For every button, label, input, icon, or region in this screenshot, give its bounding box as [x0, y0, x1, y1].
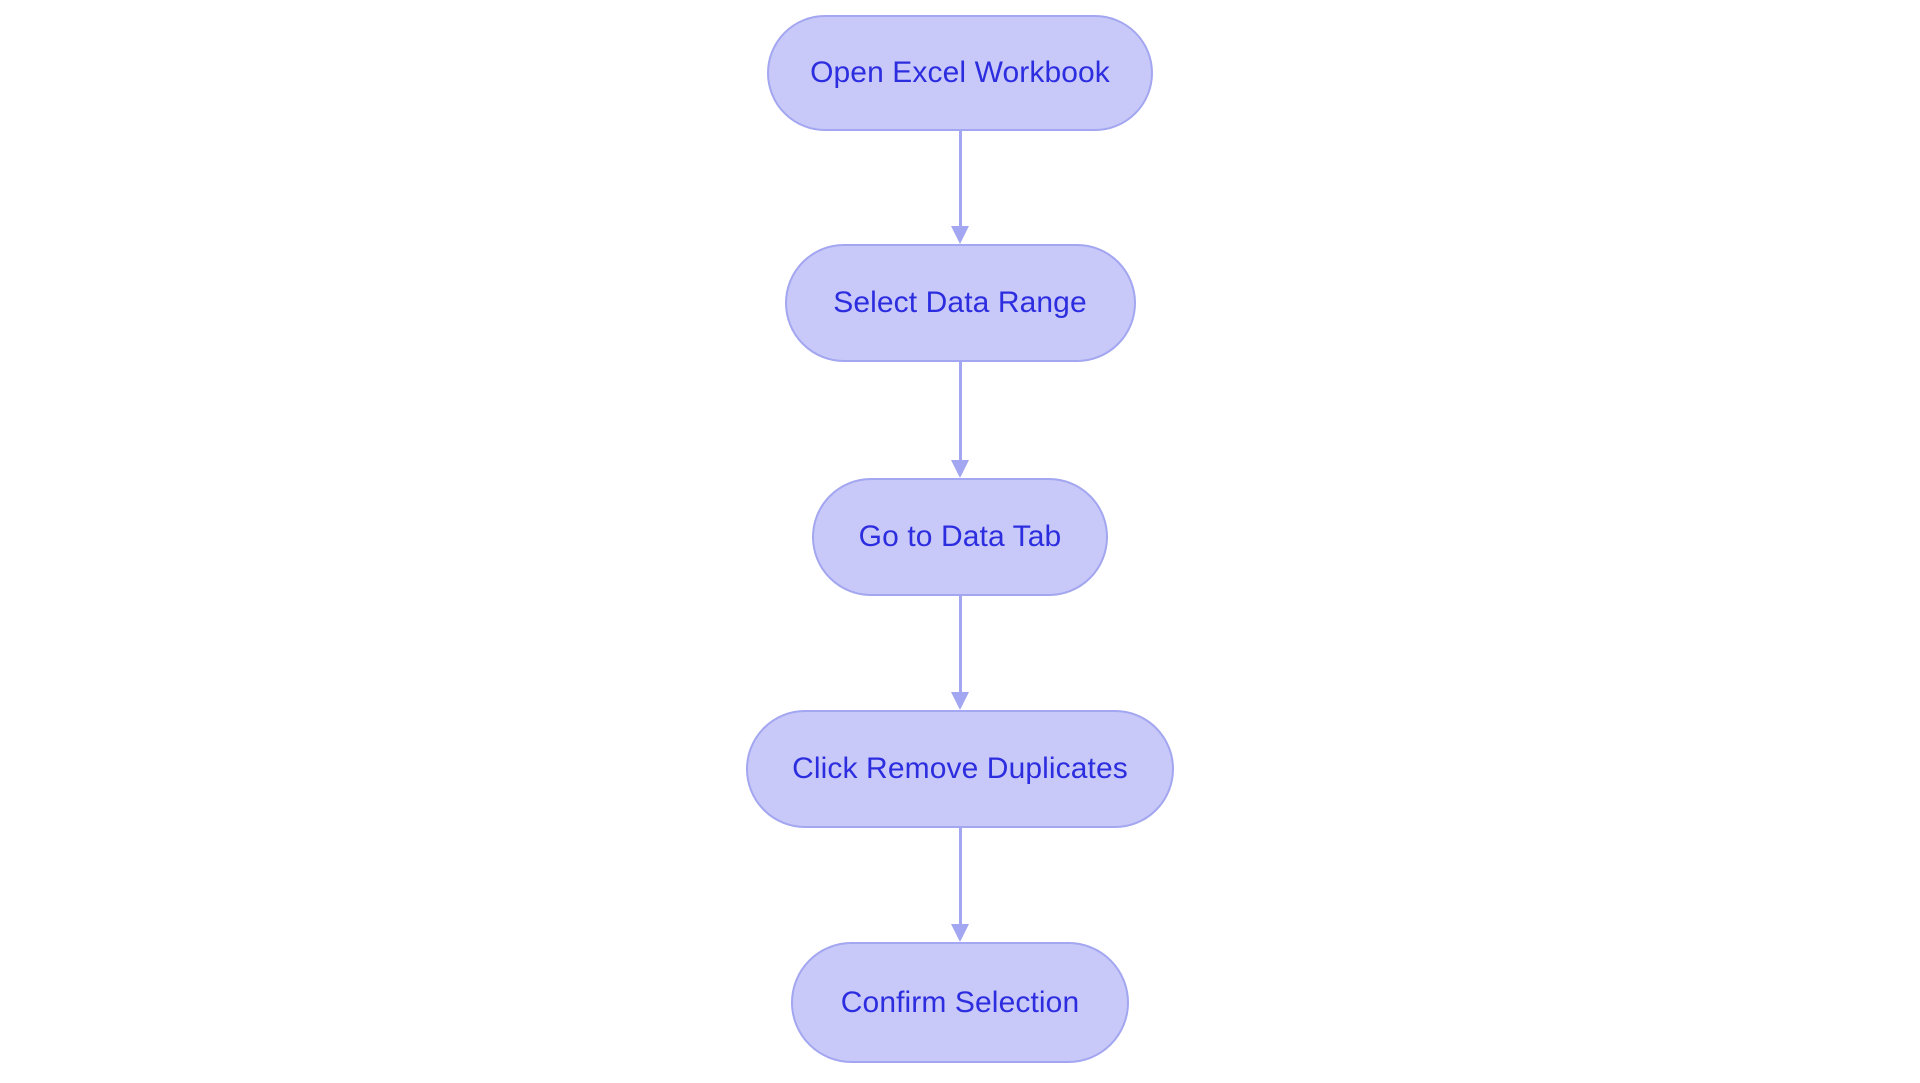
flow-node-label: Open Excel Workbook: [810, 56, 1110, 89]
flow-node-go-to-data-tab[interactable]: Go to Data Tab: [812, 478, 1108, 596]
flow-node-click-remove-duplicates[interactable]: Click Remove Duplicates: [746, 710, 1174, 828]
flow-node-confirm-selection[interactable]: Confirm Selection: [791, 942, 1129, 1063]
connector-line: [958, 131, 962, 226]
arrow-down-icon: [951, 692, 969, 710]
flow-node-open-excel-workbook[interactable]: Open Excel Workbook: [767, 15, 1153, 131]
arrow-down-icon: [951, 924, 969, 942]
arrow-down-icon: [951, 226, 969, 244]
connector-line: [958, 596, 962, 692]
flow-connector-n1-n2: [950, 362, 970, 478]
flow-node-label: Confirm Selection: [840, 985, 1080, 1019]
flow-node-label: Select Data Range: [833, 286, 1087, 319]
connector-line: [958, 362, 962, 460]
flow-connector-n2-n3: [950, 596, 970, 710]
arrow-down-icon: [951, 460, 969, 478]
flow-connector-n3-n4: [950, 828, 970, 942]
flow-node-select-data-range[interactable]: Select Data Range: [784, 244, 1136, 362]
connector-line: [958, 828, 962, 924]
flow-node-label: Click Remove Duplicates: [792, 752, 1128, 785]
flow-connector-n0-n1: [950, 131, 970, 244]
flow-node-label: Go to Data Tab: [858, 520, 1062, 553]
